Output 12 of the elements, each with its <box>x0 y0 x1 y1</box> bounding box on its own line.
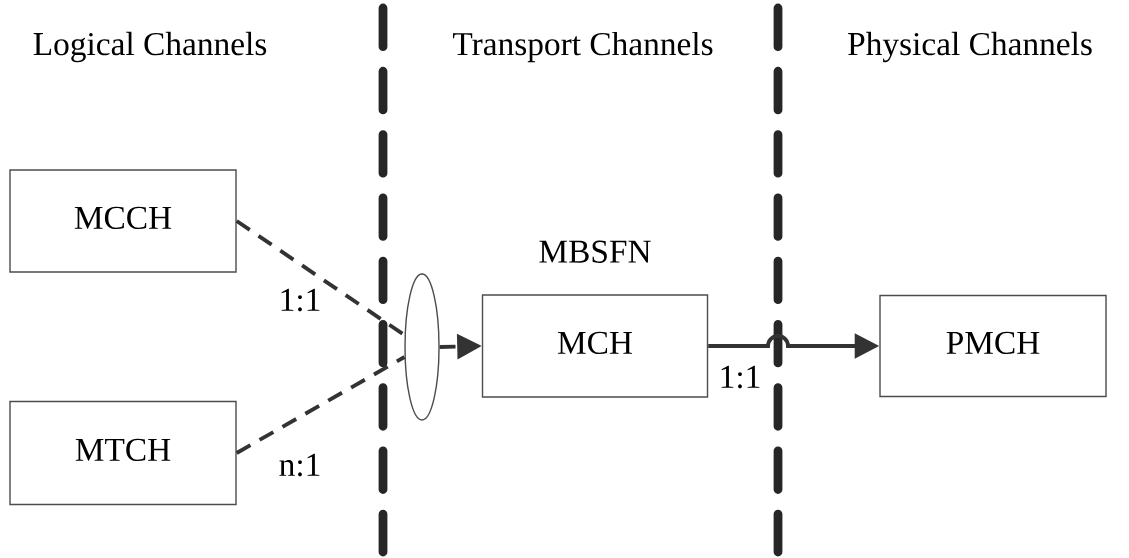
edge-label: 1:1 <box>716 364 764 390</box>
grouping-ellipse <box>404 273 440 421</box>
beside-label: MBSFN <box>539 240 651 263</box>
column-heading: Logical Channels <box>29 28 271 66</box>
channel-box: MCH <box>481 294 709 398</box>
edge-label: 1:1 <box>276 287 324 313</box>
channel-box: MTCH <box>9 400 237 506</box>
edge-label: n:1 <box>276 452 324 478</box>
column-heading: Physical Channels <box>843 28 1097 66</box>
channel-box: MCCH <box>9 169 237 273</box>
column-heading: Transport Channels <box>448 28 718 66</box>
channel-box: PMCH <box>879 294 1107 398</box>
